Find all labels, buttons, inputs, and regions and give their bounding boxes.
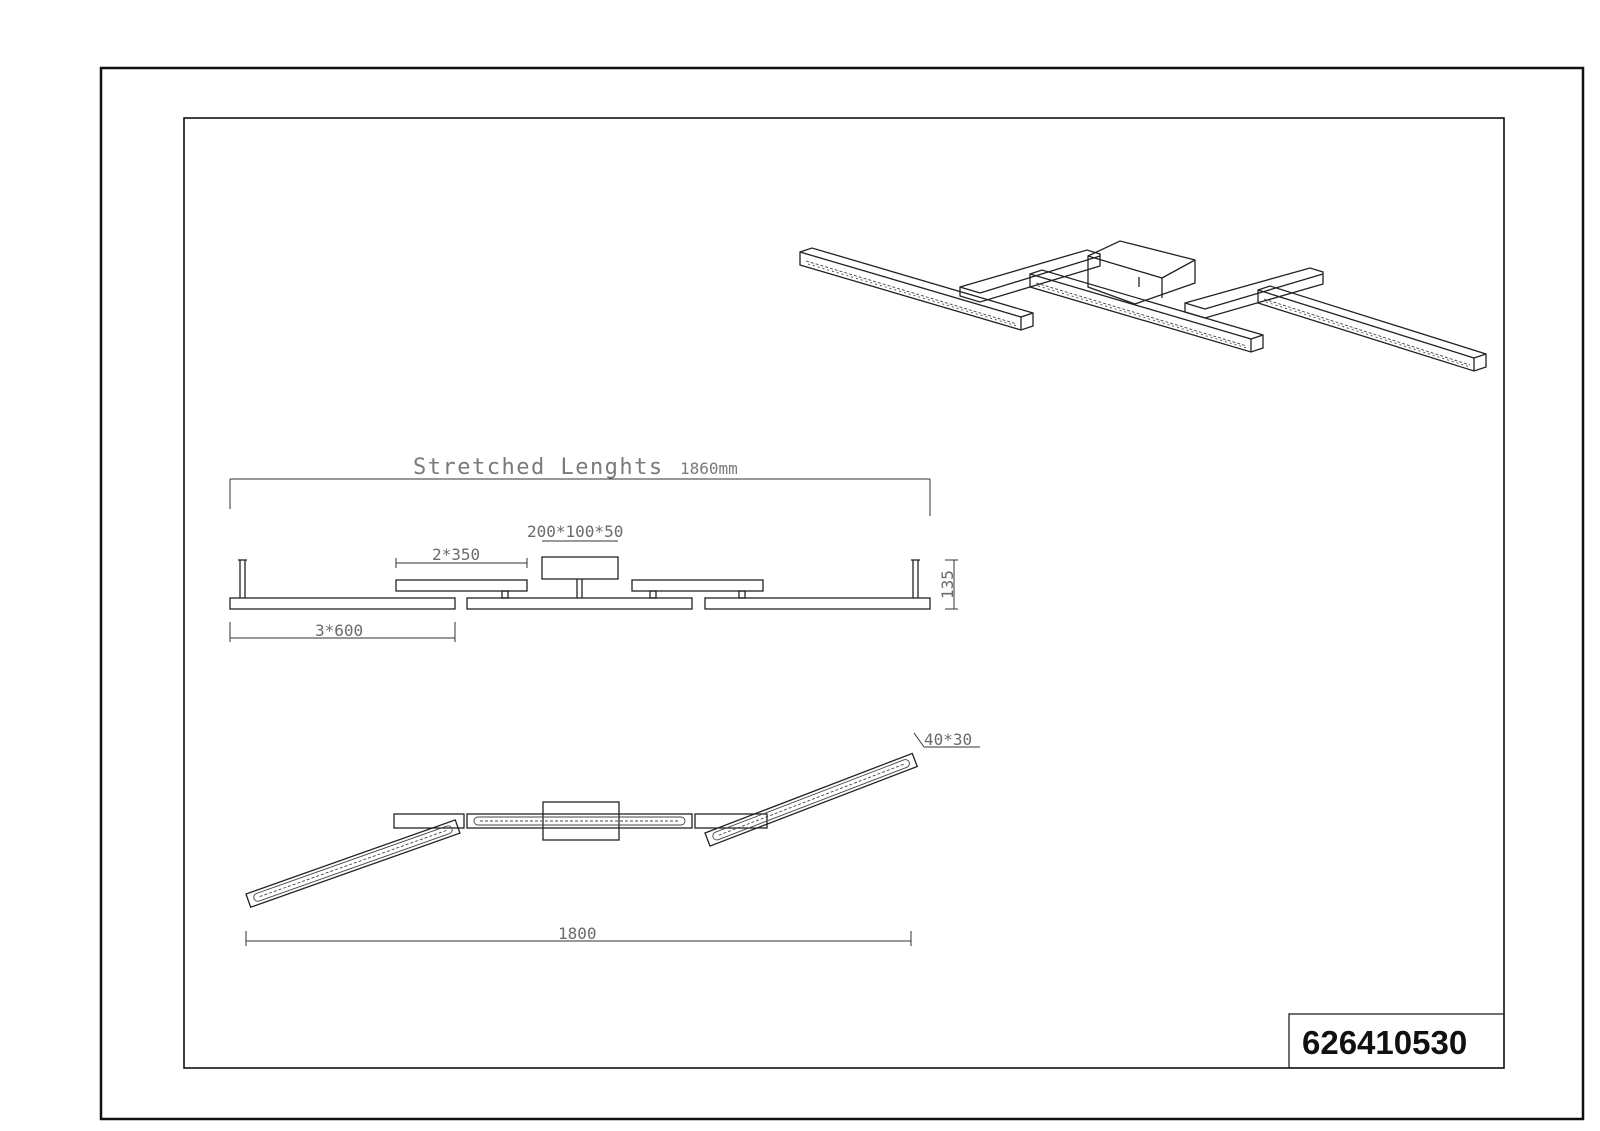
stretched-length-title: Stretched Lenghts bbox=[413, 455, 664, 480]
base-dimension-label: 200*100*50 bbox=[527, 522, 623, 541]
inner-frame bbox=[183, 117, 1505, 1069]
top-view: 40*30 1800 bbox=[245, 730, 980, 946]
profile-dimension-label: 40*30 bbox=[924, 730, 972, 749]
arm-dimension-label: 2*350 bbox=[432, 545, 480, 564]
outer-frame bbox=[99, 66, 1585, 1121]
span-dimension-label: 1800 bbox=[558, 924, 597, 943]
bar-dimension-label: 3*600 bbox=[315, 621, 363, 640]
isometric-view bbox=[799, 240, 1487, 372]
stretched-length-value: 1860mm bbox=[680, 459, 738, 478]
height-dimension-label: 135 bbox=[938, 570, 957, 599]
front-elevation: Stretched Lenghts 1860mm 200*100*50 2*35… bbox=[229, 455, 958, 642]
product-code: 626410530 bbox=[1302, 1024, 1467, 1061]
title-block: 626410530 bbox=[1288, 1013, 1505, 1069]
